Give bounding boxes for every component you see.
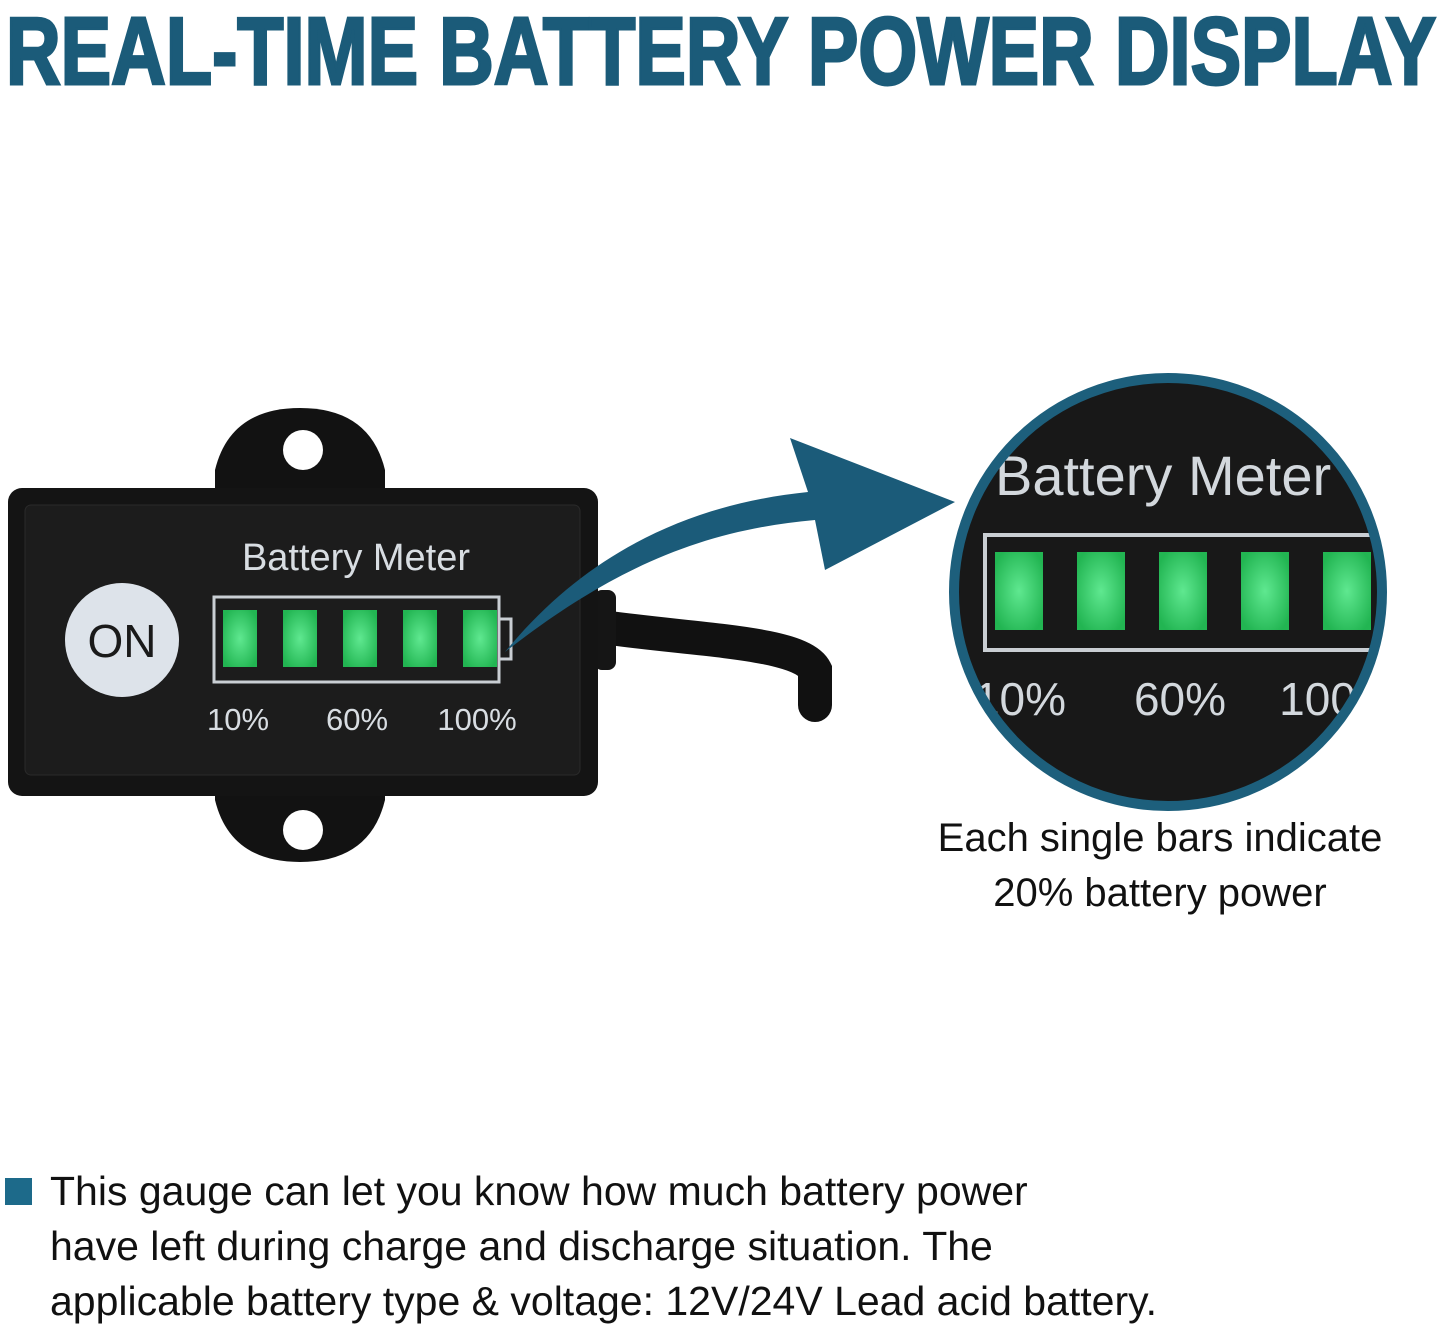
caption-line-1: Each single bars indicate	[937, 816, 1383, 860]
zoom-scale-label-60: 60%	[1134, 673, 1226, 725]
on-button	[65, 583, 179, 697]
title-banner: REAL-TIME BATTERY POWER DISPLAY	[5, 0, 1438, 100]
battery-bar-3	[343, 610, 377, 667]
meter-label: Battery Meter	[242, 537, 470, 579]
description-line-3: applicable battery type & voltage: 12V/2…	[50, 1278, 1157, 1324]
mount-hole-top	[283, 430, 323, 470]
scale-label-100: 100%	[437, 702, 516, 737]
scale-label-10: 10%	[207, 702, 269, 737]
zoom-ring	[949, 373, 1387, 811]
product-illustration: ON Battery Meter 10% 60% 100% Battery Me…	[5, 373, 1387, 1205]
cable-grommet	[594, 590, 616, 670]
battery-bar-2	[283, 610, 317, 667]
zoom-battery-bar-3	[1159, 552, 1207, 630]
scale-label-60: 60%	[326, 702, 388, 737]
pointer-arrow	[505, 438, 955, 652]
bullet-square-icon	[5, 1178, 32, 1205]
on-button-label: ON	[88, 615, 157, 667]
description-line-2: have left during charge and discharge si…	[50, 1223, 993, 1269]
cable	[573, 608, 832, 722]
page-title: REAL-TIME BATTERY POWER DISPLAY	[6, 0, 1436, 100]
description-line-1: This gauge can let you know how much bat…	[50, 1168, 1028, 1214]
mount-hole-bottom	[283, 810, 323, 850]
zoom-battery-bar-4	[1241, 552, 1289, 630]
zoom-battery-bar-5	[1323, 552, 1371, 630]
zoom-battery-bar-2	[1077, 552, 1125, 630]
battery-bar-4	[403, 610, 437, 667]
battery-bar-1	[223, 610, 257, 667]
battery-bar-5	[463, 610, 497, 667]
battery-terminal	[497, 617, 513, 661]
zoom-battery-bar-1	[995, 552, 1043, 630]
zoom-view: Battery Meter 10% 60% 100%	[956, 380, 1380, 804]
caption-line-2: 20% battery power	[993, 871, 1327, 915]
zoom-meter-label: Battery Meter	[995, 444, 1331, 507]
